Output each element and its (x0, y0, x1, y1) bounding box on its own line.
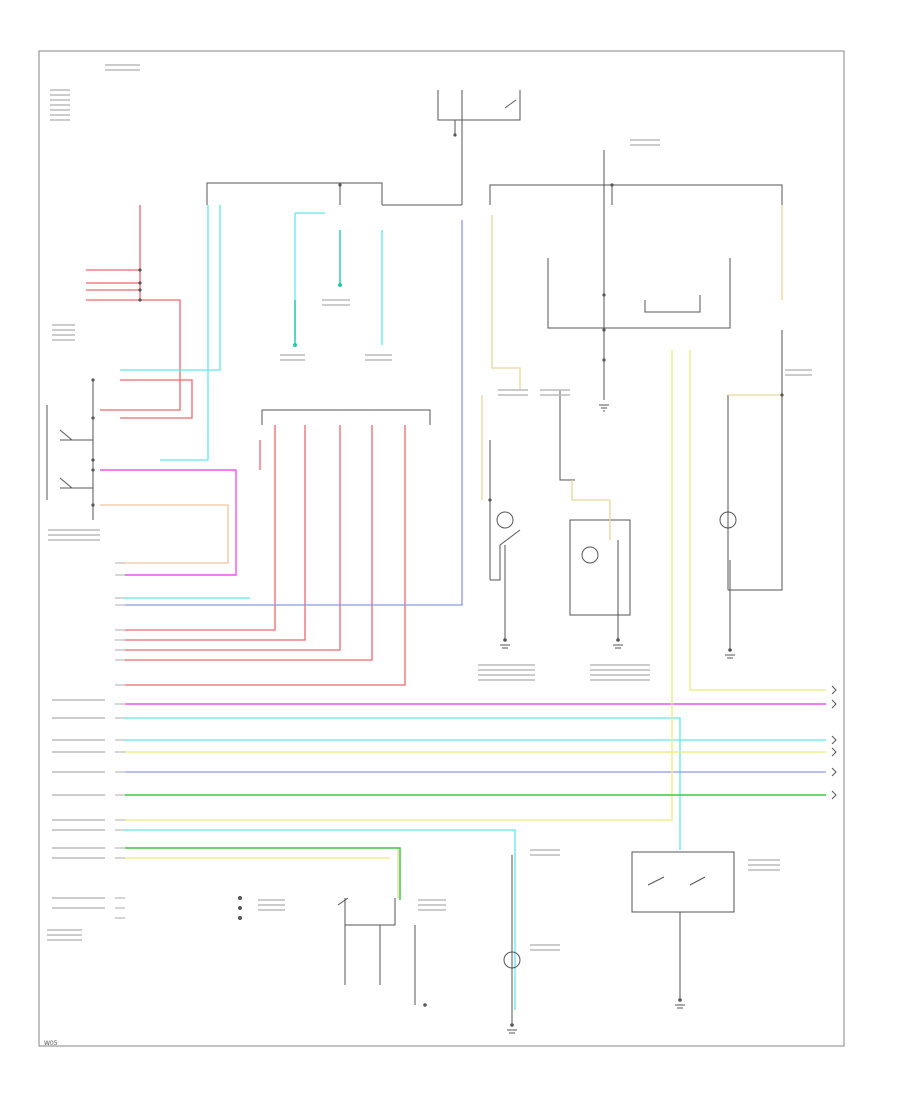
teal-terminals (293, 283, 342, 347)
connector-arrow-icons (831, 685, 837, 800)
diagram-code: W05 (44, 1040, 58, 1047)
yellow-wires (125, 350, 826, 859)
cyan-wires (120, 205, 826, 1010)
teal-wires (294, 230, 341, 345)
red-wires (86, 205, 406, 686)
ground-symbol-icons (500, 404, 735, 1034)
lamp-filament-icons (496, 511, 737, 969)
green-wires (125, 794, 826, 900)
orange-wires (100, 504, 229, 564)
tan-wires (125, 205, 783, 898)
label-placeholders (47, 64, 812, 951)
magenta-wires (100, 469, 826, 705)
terminal-dots (91, 133, 784, 1027)
switch-contact-icons (59, 99, 706, 906)
blue-wires (125, 220, 826, 773)
pin-ticks (115, 562, 125, 919)
diagram-frame (38, 50, 845, 1047)
